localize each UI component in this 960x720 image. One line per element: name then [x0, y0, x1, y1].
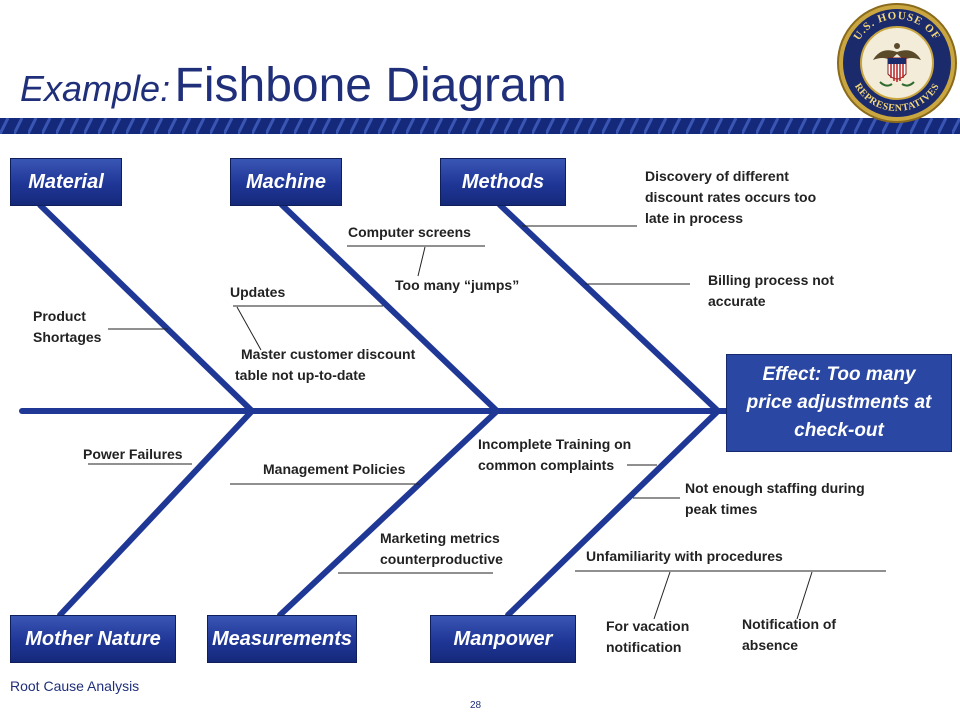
footer-text: Root Cause Analysis — [10, 678, 140, 694]
cause-updates: Updates — [230, 284, 286, 300]
category-machine: Machine — [230, 158, 342, 206]
line-master-customer — [236, 306, 262, 351]
category-methods: Methods — [440, 158, 566, 206]
effect-line-1: Effect: Too many — [762, 364, 916, 385]
cause-billing: Billing process not accurate — [708, 272, 835, 309]
bone-mother-nature — [57, 408, 255, 618]
effect-line-3: check-out — [794, 420, 884, 441]
cause-vacation: For vacation notification — [606, 618, 690, 655]
cause-notification: Notification of absence — [742, 616, 837, 653]
page-number: 28 — [470, 700, 482, 711]
category-measurements: Measurements — [207, 615, 357, 663]
title-main: Fishbone Diagram — [174, 59, 567, 112]
cause-staffing: Not enough staffing during peak times — [685, 480, 865, 517]
cause-too-many-jumps: Too many “jumps” — [395, 277, 520, 293]
line-too-many-jumps — [417, 246, 426, 277]
cause-marketing: Marketing metrics counterproductive — [380, 530, 503, 567]
slide-title: Example: Fishbone Diagram — [20, 58, 567, 118]
line-vacation — [653, 571, 671, 620]
cause-power-failures: Power Failures — [83, 446, 183, 462]
house-seal-logo: U.S. HOUSE OF REPRESENTATIVES — [837, 3, 957, 123]
bone-manpower — [505, 408, 721, 618]
bone-machine — [279, 202, 500, 414]
line-notification — [796, 571, 813, 620]
cause-unfamiliarity: Unfamiliarity with procedures — [586, 548, 783, 564]
cause-management-policies: Management Policies — [263, 461, 406, 477]
category-material: Material — [10, 158, 122, 206]
cause-master-customer: Master customer discount table not up-to… — [235, 346, 416, 383]
cause-product-shortages: Product Shortages — [33, 308, 102, 345]
effect-box: Effect: Too many price adjustments at ch… — [726, 354, 952, 452]
bone-measurements — [277, 408, 500, 618]
bone-material — [37, 202, 255, 414]
cause-computer-screens: Computer screens — [348, 224, 471, 240]
effect-line-2: price adjustments at — [746, 392, 932, 413]
title-prefix: Example: — [20, 68, 171, 109]
cause-incomplete-training: Incomplete Training on common complaints — [478, 436, 632, 473]
category-manpower: Manpower — [430, 615, 576, 663]
cause-discovery: Discovery of different discount rates oc… — [645, 168, 817, 226]
bone-methods — [497, 202, 721, 414]
title-band — [0, 118, 960, 134]
category-mother-nature: Mother Nature — [10, 615, 176, 663]
